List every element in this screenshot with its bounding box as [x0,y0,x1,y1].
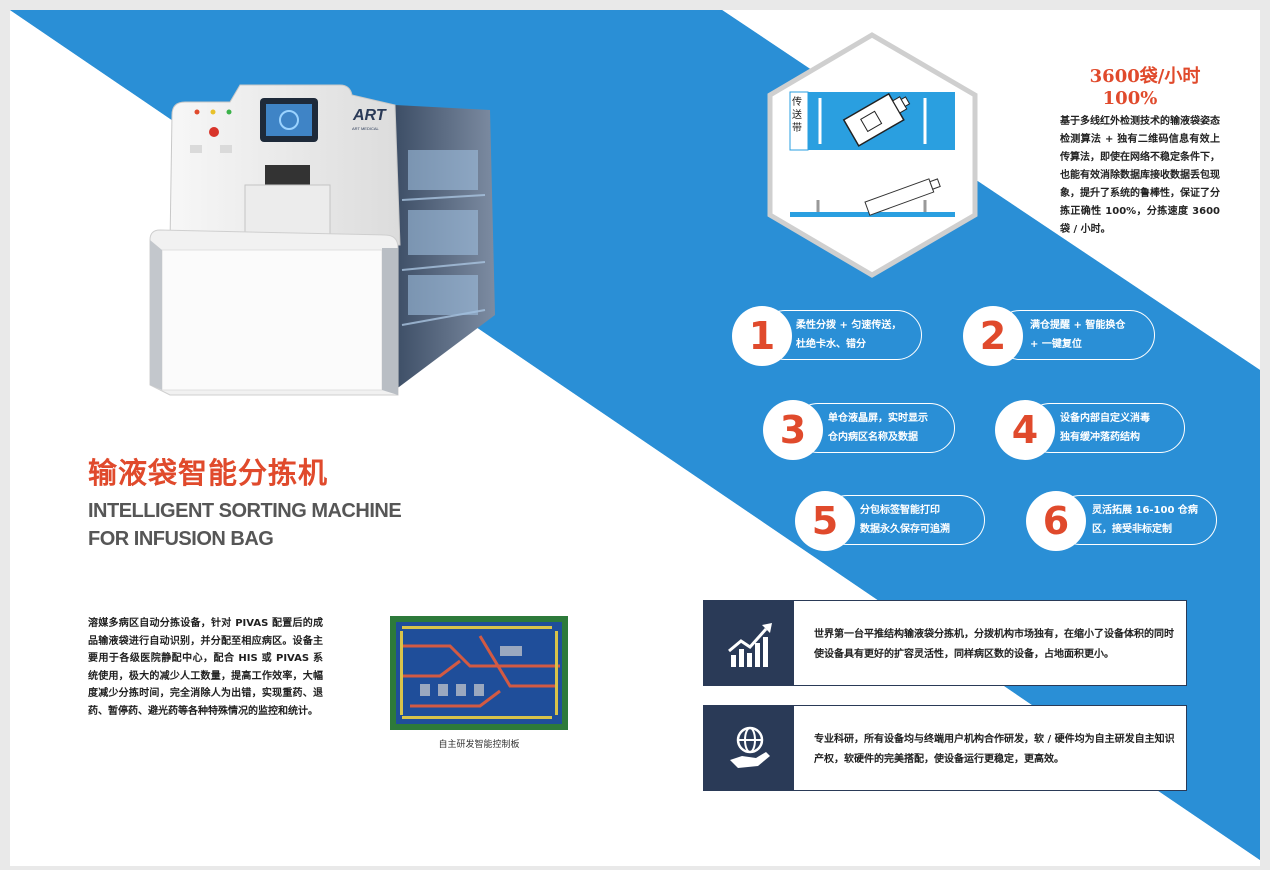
sorting-machine-illustration: ART ART MEDICAL [149,84,495,396]
feature-line-2: 区，接受非标定制 [1092,524,1172,535]
feature-line-1: 满仓提醒 + 智能换仓 [1030,320,1126,331]
conveyor-diagram-hexagon [767,32,978,278]
sorting-rate: 3600袋/小时 [1089,66,1201,87]
feature-number: 4 [995,400,1055,460]
machine-sublogo: ART MEDICAL [352,126,380,131]
feature-line-2: + 一键复位 [1030,339,1082,350]
globe-hand-icon [730,726,770,768]
feature-line-1: 柔性分拨 + 匀速传送， [796,320,902,331]
feature-line-2: 杜绝卡水、错分 [796,339,866,350]
info-text: 世界第一台平推结构输液袋分拣机，分拨机构市场独有，在缩小了设备体积的同时使设备具… [814,629,1174,660]
product-description: 溶媒多病区自动分拣设备，针对 PIVAS 配置后的成品输液袋进行自动识别，并分配… [88,618,323,717]
feature-line-2: 仓内病区名称及数据 [828,432,918,443]
machine-logo: ART [352,107,387,124]
info-box-research: 专业科研，所有设备均与终端用户机构合作研发，软 / 硬件均为自主研发自主知识产权… [703,705,1187,791]
info-box-structure: 世界第一台平推结构输液袋分拣机，分拨机构市场独有，在缩小了设备体积的同时使设备具… [703,600,1187,686]
feature-number: 6 [1026,491,1086,551]
conveyor-label: 传送带 [792,97,802,134]
growth-chart-icon [728,623,772,667]
info-text: 专业科研，所有设备均与终端用户机构合作研发，软 / 硬件均为自主研发自主知识产权… [814,734,1175,765]
control-board-image [390,616,568,730]
control-board-caption: 自主研发智能控制板 [438,740,520,750]
sorting-accuracy: 100% [1102,88,1158,109]
feature-line-1: 灵活拓展 16-100 仓病 [1092,505,1198,516]
feature-line-1: 分包标签智能打印 [860,505,940,516]
feature-number: 5 [795,491,855,551]
feature-line-2: 数据永久保存可追溯 [860,524,950,535]
feature-line-1: 设备内部自定义消毒 [1060,413,1150,424]
info-icon-panel [704,706,794,790]
feature-number: 3 [763,400,823,460]
product-title-en-line1: INTELLIGENT SORTING MACHINE [88,500,402,522]
feature-number: 2 [963,306,1023,366]
info-icon-panel [704,601,794,685]
brochure-page: ART ART MEDICAL 传送带 3600袋/小时 10 [10,10,1260,866]
product-title-cn: 输液袋智能分拣机 [88,456,329,490]
stats-description: 基于多线红外检测技术的输液袋姿态检测算法 + 独有二维码信息有效上传算法，即使在… [1060,116,1220,235]
feature-number: 1 [732,306,792,366]
feature-line-1: 单仓液晶屏，实时显示 [828,413,928,424]
feature-line-2: 独有缓冲落药结构 [1060,432,1140,443]
product-title-en-line2: FOR INFUSION BAG [88,528,274,550]
